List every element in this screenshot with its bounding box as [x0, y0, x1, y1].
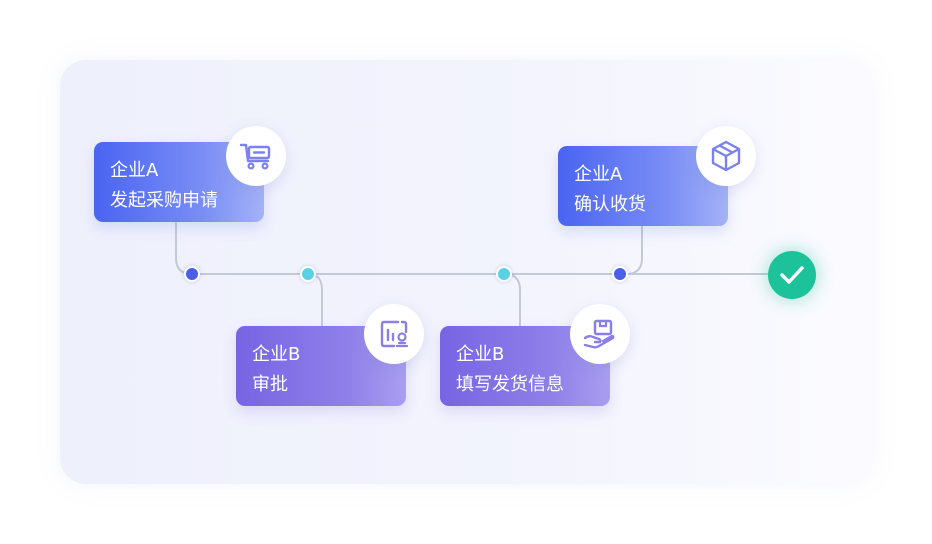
- step-4-badge: [696, 126, 756, 186]
- package-box-icon: [711, 140, 741, 172]
- step-3-company: 企业B: [456, 344, 505, 365]
- step-4-company: 企业A: [574, 164, 623, 185]
- timeline-dot-step-1: [184, 266, 200, 282]
- step-1-badge: [226, 126, 286, 186]
- timeline-dot-step-3: [496, 266, 512, 282]
- step-2-badge: [364, 304, 424, 364]
- checkmark-icon: [780, 266, 804, 284]
- connector-step-4: [625, 226, 643, 275]
- step-4-action: 确认收货: [574, 194, 646, 215]
- timeline-dot-step-2: [300, 266, 316, 282]
- approval-chart-icon: [380, 320, 409, 348]
- connector-step-3: [503, 273, 521, 326]
- shopping-cart-icon: [239, 143, 271, 170]
- hand-package-icon: [583, 319, 615, 349]
- step-3-action: 填写发货信息: [456, 374, 564, 395]
- step-1-action: 发起采购申请: [110, 190, 218, 211]
- step-3-badge: [570, 304, 630, 364]
- step-2-action: 审批: [252, 374, 288, 395]
- timeline-dot-step-4: [612, 266, 628, 282]
- complete-indicator: [768, 251, 816, 299]
- connector-step-2: [307, 273, 323, 326]
- step-2-company: 企业B: [252, 344, 301, 365]
- step-1-company: 企业A: [110, 160, 159, 181]
